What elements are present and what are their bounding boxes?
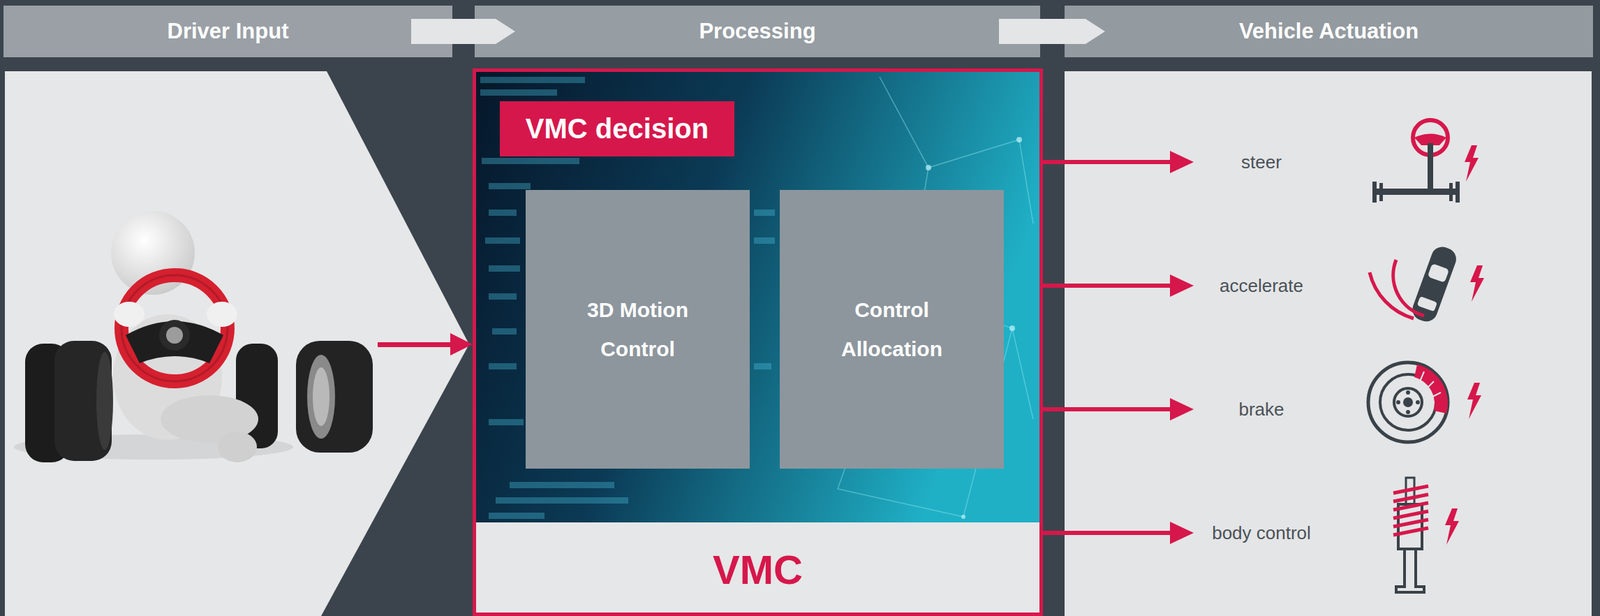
car-icon — [1369, 243, 1485, 325]
header-band-fill — [3, 5, 453, 58]
node-label: brake — [1238, 398, 1284, 421]
header-band: Vehicle Actuation — [1064, 5, 1594, 58]
shock-absorber-icon — [1393, 477, 1459, 592]
flow-arrow — [1042, 274, 1194, 297]
driver-panel — [4, 71, 470, 616]
node-label: body control — [1211, 522, 1311, 544]
actuation-label: body control — [1193, 515, 1330, 551]
code-image — [476, 71, 1040, 616]
node-label: Vehicle Actuation — [1239, 18, 1419, 44]
node-label: Control Allocation — [811, 290, 973, 369]
header-band-fill — [474, 5, 1041, 58]
node-label: VMC decision — [525, 113, 709, 145]
flow-arrow — [1042, 150, 1194, 174]
stage-chevron — [998, 18, 1106, 44]
input-arrow — [377, 332, 473, 356]
steering-icon — [1372, 120, 1479, 203]
header-band: Processing — [474, 5, 1041, 58]
stage-chevron — [411, 18, 516, 44]
node-label: accelerate — [1219, 275, 1304, 297]
decision-tag: VMC decision — [499, 101, 735, 157]
process-box: 3D Motion Control — [525, 189, 750, 469]
actuation-label: steer — [1193, 144, 1330, 180]
node-label: Driver Input — [167, 18, 290, 44]
node-label: Processing — [698, 18, 816, 44]
flow-arrow — [1042, 397, 1194, 421]
driver-illustration — [13, 210, 373, 463]
node-label: 3D Motion Control — [557, 290, 719, 369]
brake-disc-icon — [1368, 362, 1482, 442]
node-label: steer — [1241, 151, 1282, 174]
process-box: Control Allocation — [779, 189, 1004, 469]
flow-arrow — [1042, 521, 1194, 544]
actuation-label: brake — [1193, 391, 1330, 427]
module-title: VMC — [476, 522, 1040, 616]
actuation-label: accelerate — [1193, 268, 1330, 303]
header-band-fill — [1064, 5, 1594, 58]
vmc-module: VMC VMC decision 3D Motion Control Control … — [472, 68, 1043, 616]
header-band: Driver Input — [3, 5, 453, 58]
